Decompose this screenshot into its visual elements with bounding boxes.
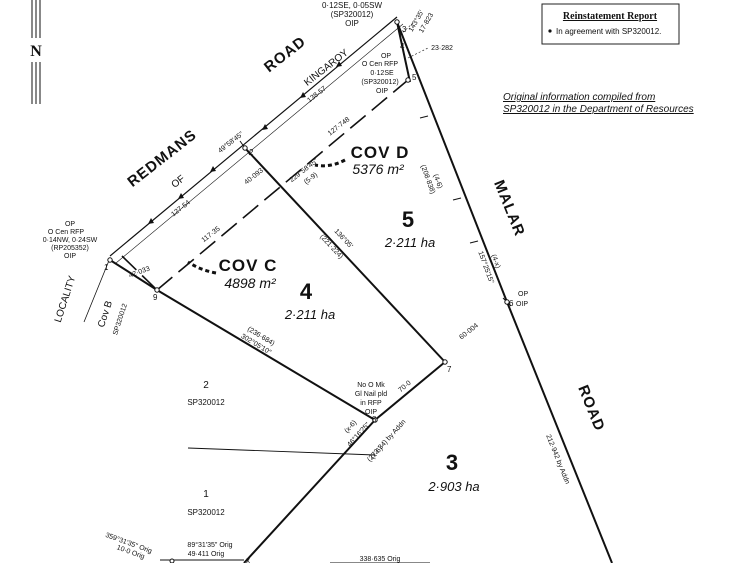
mark-line-4: OIP [365,409,377,416]
station-label-5: 5 [412,73,417,82]
road-of: OF [170,173,188,190]
dist-117: 117·35 [201,225,222,244]
dist-23282: 23·282 [431,45,453,52]
op-cen-top: O Cen RFP [362,61,399,68]
mark-line-3: in RFP [360,400,382,407]
reinstatement-report-box: Reinstatement Report In agreement with S… [541,3,680,45]
orig-line-1: 89°31'35" Orig [187,541,232,549]
station-label-2: 2 [249,148,254,157]
station-marker-7 [442,359,448,365]
op-oip-left: OIP [64,253,76,260]
orig-line-2: 49·411 Orig [188,551,225,558]
top-ref-a: 0·12SE, 0·05SW [322,1,382,10]
dist-338: 338·635 Orig [360,556,401,563]
lot-area-4: 2·211 ha [284,307,335,322]
north-arrow-icon [27,0,45,104]
bearing-46: (4-6) [432,173,444,189]
op-top: OP [381,53,391,60]
op-oip-right: OIP [516,301,528,308]
adjacent-lot-1-ref: SP320012 [187,508,225,517]
lot-area-5: 2·211 ha [384,235,435,250]
road-road-right: ROAD [574,383,608,434]
covenant-c-area: 4898 m² [224,275,277,291]
road-road-top: ROAD [261,33,309,76]
station-marker-orig [169,558,175,563]
report-title: Reinstatement Report [563,11,658,22]
top-ref-b: (SP320012) [331,10,374,19]
op-rp: (RP205352) [51,245,89,252]
op-014: 0·14NW, 0·24SW [43,237,98,244]
dist-127748: 127·748 [327,116,352,137]
road-malar: MALAR [490,178,528,239]
adjacent-lot-2-ref: SP320012 [187,398,225,407]
station-label-9: 9 [153,293,158,302]
station-label-4: 4 [400,42,405,51]
covenant-d-area: 5376 m² [352,161,405,177]
dist-42033: 42·033 [128,266,151,280]
station-label-x: x [246,556,250,563]
op-right: OP [518,291,528,298]
lot-area-3: 2·903 ha [427,479,479,494]
covenant-b-ref: SP320012 [112,303,129,336]
road-locality: LOCALITY [53,274,79,324]
source-note-line-1: Original information compiled from [503,92,655,103]
station-marker-8 [372,417,378,423]
station-marker-2 [242,145,248,151]
dist-60004: 60·004 [458,322,480,341]
station-marker-5 [405,77,411,83]
covenant-c-label: COV C [219,256,278,275]
report-item: In agreement with SP320012. [556,27,661,36]
dist-40093: 40·093 [243,167,265,186]
op-oip-top: OIP [376,88,388,95]
road-redmans: REDMANS [124,126,200,190]
lot-number-5: 5 [402,207,414,232]
left-road-line [83,257,111,323]
lot-number-3: 3 [446,450,458,475]
covenant-leaders [187,158,346,275]
station-label-7: 7 [447,365,452,374]
station-markers [107,19,510,563]
op-cen-left: O Cen RFP [48,229,85,236]
covenant-d-label: COV D [351,143,410,162]
road-frontage-lines [109,16,404,264]
top-ref-c: OIP [345,19,359,28]
station-marker-1 [107,257,113,263]
frontage-marks [148,61,342,224]
covenant-b-label: Cov B [96,299,115,329]
adjacent-lot-1-number: 1 [203,489,209,500]
station-label-6: 6 [509,299,514,308]
dist-212: 212·942 by Addn [544,434,570,486]
mark-line-2: Gl Nail pld [355,391,387,398]
lot-number-4: 4 [300,279,313,304]
op-left: OP [65,221,75,228]
leader-line-top [399,21,415,36]
report-bullet-icon [548,29,552,33]
station-label-8: 8 [372,415,377,424]
station-label-1: 1 [104,263,109,272]
adjacent-lot-2-number: 2 [203,380,209,391]
north-label: N [30,43,42,60]
op-012: 0·12SE [370,70,394,77]
station-label-3: 3 [402,25,407,34]
op-sp-top: (SP320012) [361,79,398,86]
station-marker-6 [504,299,510,305]
report-frame [541,3,680,45]
station-marker-3 [394,19,400,25]
covenant-lines [121,79,409,291]
road-kingaroy: KINGAROY [302,47,351,88]
lot-boundaries [109,21,613,563]
source-note-line-2: SP320012 in the Department of Resources [503,104,694,115]
bearing-4x: (4-x) [490,254,501,270]
dist-12754: 127·54 [170,199,192,218]
station-marker-9 [154,287,160,293]
mark-line-1: No O Mk [357,382,385,389]
